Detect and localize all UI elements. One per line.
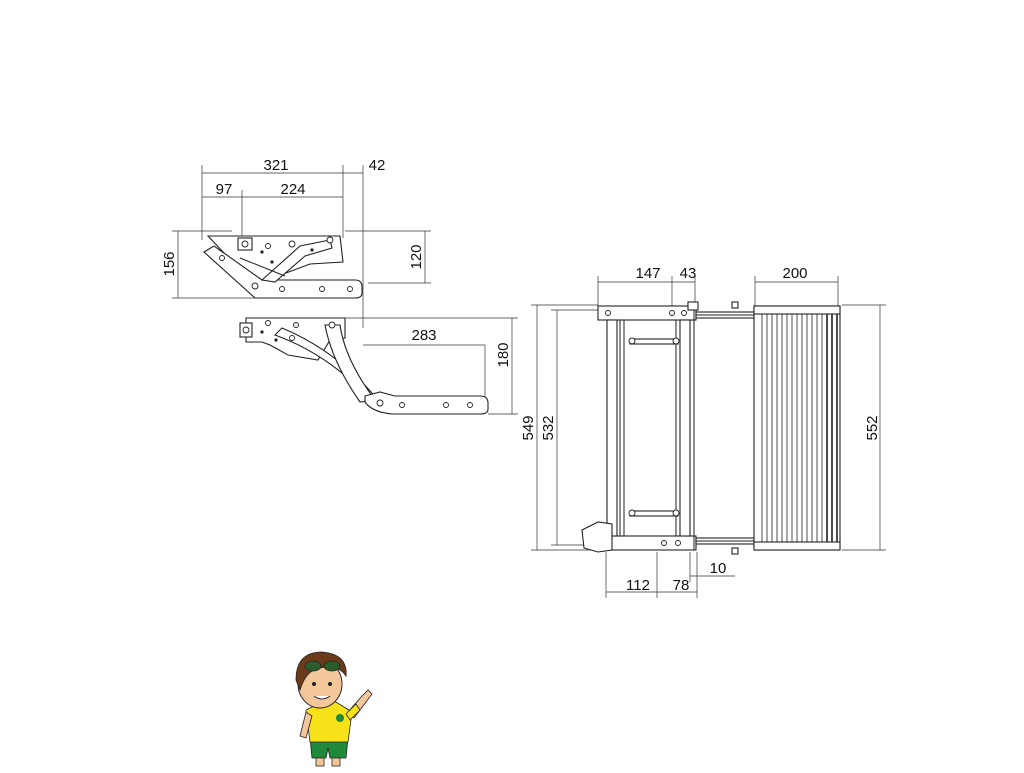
dim-10: 10 bbox=[710, 560, 727, 577]
top-view: 147 43 200 549 532 552 112 78 10 bbox=[520, 265, 886, 598]
dim-120: 120 bbox=[408, 244, 425, 269]
dim-224: 224 bbox=[280, 181, 305, 198]
dim-200: 200 bbox=[782, 265, 807, 282]
dim-147: 147 bbox=[635, 265, 660, 282]
dim-321: 321 bbox=[263, 157, 288, 174]
tread-ribs bbox=[761, 314, 838, 542]
dim-180: 180 bbox=[495, 342, 512, 367]
dim-43: 43 bbox=[680, 265, 697, 282]
dim-97: 97 bbox=[216, 181, 233, 198]
dim-112: 112 bbox=[626, 577, 650, 594]
dim-549: 549 bbox=[520, 415, 537, 440]
dim-552: 552 bbox=[864, 415, 881, 440]
dim-532: 532 bbox=[540, 415, 557, 440]
dim-156: 156 bbox=[161, 251, 178, 276]
dim-283: 283 bbox=[411, 327, 436, 344]
side-view-extended: 283 180 bbox=[239, 317, 518, 415]
dim-42: 42 bbox=[369, 157, 386, 174]
dim-78: 78 bbox=[673, 577, 690, 594]
side-view-retracted: 321 42 97 224 156 120 bbox=[161, 157, 431, 318]
boy-mascot-icon bbox=[295, 651, 373, 767]
